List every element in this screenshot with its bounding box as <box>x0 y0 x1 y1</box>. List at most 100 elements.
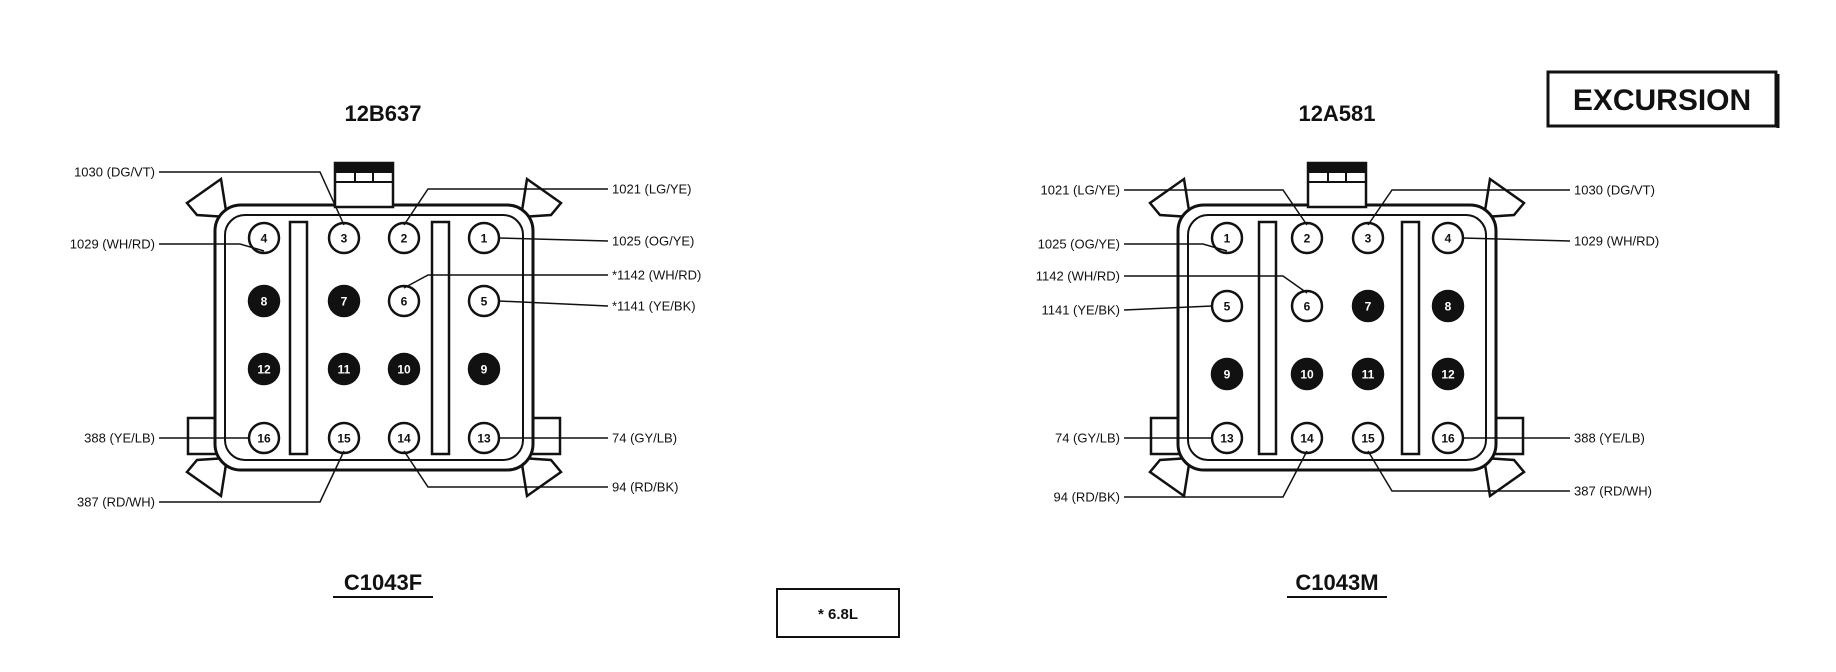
pin-number: 12 <box>1441 368 1455 382</box>
pin-number: 4 <box>1445 232 1452 246</box>
part-number-12b637: 12B637 <box>344 101 421 126</box>
pin-number: 6 <box>1304 300 1311 314</box>
pin-16: 16 <box>1431 421 1465 455</box>
pin-6: 6 <box>387 284 421 318</box>
wire-label: 387 (RD/WH) <box>77 495 155 510</box>
pin-number: 3 <box>1365 232 1372 246</box>
wire-left-0: 1021 (LG/YE) <box>1041 183 1308 226</box>
pin-15: 15 <box>1351 421 1385 455</box>
wire-label: 74 (GY/LB) <box>1055 431 1120 446</box>
pin-number: 2 <box>1304 232 1311 246</box>
pin-7: 7 <box>327 284 361 318</box>
wire-right-0: 1030 (DG/VT) <box>1367 183 1655 226</box>
pin-16: 16 <box>247 421 281 455</box>
connector-c1043f: 12B637 C1043F 4 3 2 1 8 7 6 5 12 11 10 9 16 15 14 13 10… <box>70 101 701 598</box>
connector-body <box>1148 161 1526 499</box>
pin-4: 4 <box>247 221 281 255</box>
pin-number: 3 <box>341 232 348 246</box>
pin-number: 12 <box>257 363 271 377</box>
pin-10: 10 <box>1290 357 1324 391</box>
pin-5: 5 <box>1210 289 1244 323</box>
model-badge: EXCURSION <box>1546 70 1780 128</box>
wire-labels: 1021 (LG/YE)1025 (OG/YE)1142 (WH/RD)1141… <box>1036 183 1660 505</box>
pin-number: 13 <box>1220 432 1234 446</box>
pin-number: 4 <box>261 232 268 246</box>
wire-label: 1142 (WH/RD) <box>1036 269 1120 284</box>
pin-12: 12 <box>247 352 281 386</box>
pin-7: 7 <box>1351 289 1385 323</box>
pin-number: 5 <box>1224 300 1231 314</box>
wire-right-1: 1025 (OG/YE) <box>498 234 694 249</box>
wire-left-0: 1030 (DG/VT) <box>74 165 345 226</box>
pin-13: 13 <box>467 421 501 455</box>
wire-label: 1025 (OG/YE) <box>612 234 694 249</box>
wire-left-2: 388 (YE/LB) <box>84 431 249 446</box>
pin-15: 15 <box>327 421 361 455</box>
pin-number: 11 <box>1362 368 1375 382</box>
pin-3: 3 <box>327 221 361 255</box>
pin-13: 13 <box>1210 421 1244 455</box>
pin-number: 14 <box>397 432 411 446</box>
wire-label: 1021 (LG/YE) <box>612 182 692 197</box>
pin-number: 15 <box>337 432 351 446</box>
pin-number: 10 <box>1300 368 1314 382</box>
wire-label: 388 (YE/LB) <box>84 431 155 446</box>
pin-number: 16 <box>257 432 271 446</box>
pin-number: 15 <box>1361 432 1375 446</box>
pin-number: 5 <box>481 295 488 309</box>
pin-3: 3 <box>1351 221 1385 255</box>
wire-label: 1029 (WH/RD) <box>1574 234 1659 249</box>
wire-left-3: 1141 (YE/BK) <box>1041 303 1213 318</box>
wire-right-2: *1142 (WH/RD) <box>403 268 701 289</box>
pin-5: 5 <box>467 284 501 318</box>
pin-11: 11 <box>1351 357 1385 391</box>
wire-right-3: 387 (RD/WH) <box>1367 450 1652 499</box>
wire-label: 1029 (WH/RD) <box>70 237 155 252</box>
pin-2: 2 <box>1290 221 1324 255</box>
wire-right-0: 1021 (LG/YE) <box>403 182 692 226</box>
wire-label: 94 (RD/BK) <box>1054 490 1120 505</box>
pin-14: 14 <box>1290 421 1324 455</box>
connector-name-c1043m: C1043M <box>1295 570 1378 595</box>
part-number-12a581: 12A581 <box>1298 101 1375 126</box>
pin-number: 8 <box>261 295 268 309</box>
wire-label: 1021 (LG/YE) <box>1041 183 1121 198</box>
pin-number: 13 <box>477 432 491 446</box>
pin-11: 11 <box>327 352 361 386</box>
pin-number: 7 <box>341 295 348 309</box>
wire-label: 387 (RD/WH) <box>1574 484 1652 499</box>
pin-number: 10 <box>397 363 411 377</box>
pin-2: 2 <box>387 221 421 255</box>
pin-number: 7 <box>1365 300 1372 314</box>
wire-left-3: 387 (RD/WH) <box>77 450 345 510</box>
pin-number: 1 <box>1224 232 1231 246</box>
pin-8: 8 <box>247 284 281 318</box>
pin-grid: 4 3 2 1 8 7 6 5 12 11 10 9 16 15 14 13 <box>247 221 501 455</box>
wire-label: *1141 (YE/BK) <box>612 299 696 314</box>
pin-number: 14 <box>1300 432 1314 446</box>
pin-14: 14 <box>387 421 421 455</box>
pin-number: 16 <box>1441 432 1455 446</box>
wire-left-2: 1142 (WH/RD) <box>1036 269 1308 294</box>
pin-10: 10 <box>387 352 421 386</box>
connector-name-c1043f: C1043F <box>344 570 422 595</box>
wire-right-3: *1141 (YE/BK) <box>498 299 696 314</box>
pin-number: 2 <box>401 232 408 246</box>
pin-number: 9 <box>1224 368 1231 382</box>
wire-right-4: 74 (GY/LB) <box>499 431 677 446</box>
wire-label: 94 (RD/BK) <box>612 480 678 495</box>
pin-number: 1 <box>481 232 488 246</box>
wire-right-1: 1029 (WH/RD) <box>1462 234 1659 249</box>
pin-1: 1 <box>467 221 501 255</box>
pin-number: 8 <box>1445 300 1452 314</box>
pin-8: 8 <box>1431 289 1465 323</box>
model-badge-text: EXCURSION <box>1573 84 1751 117</box>
pin-9: 9 <box>1210 357 1244 391</box>
note-text: * 6.8L <box>818 606 858 623</box>
wire-label: *1142 (WH/RD) <box>612 268 701 283</box>
wire-label: 1141 (YE/BK) <box>1041 303 1120 318</box>
pin-9: 9 <box>467 352 501 386</box>
